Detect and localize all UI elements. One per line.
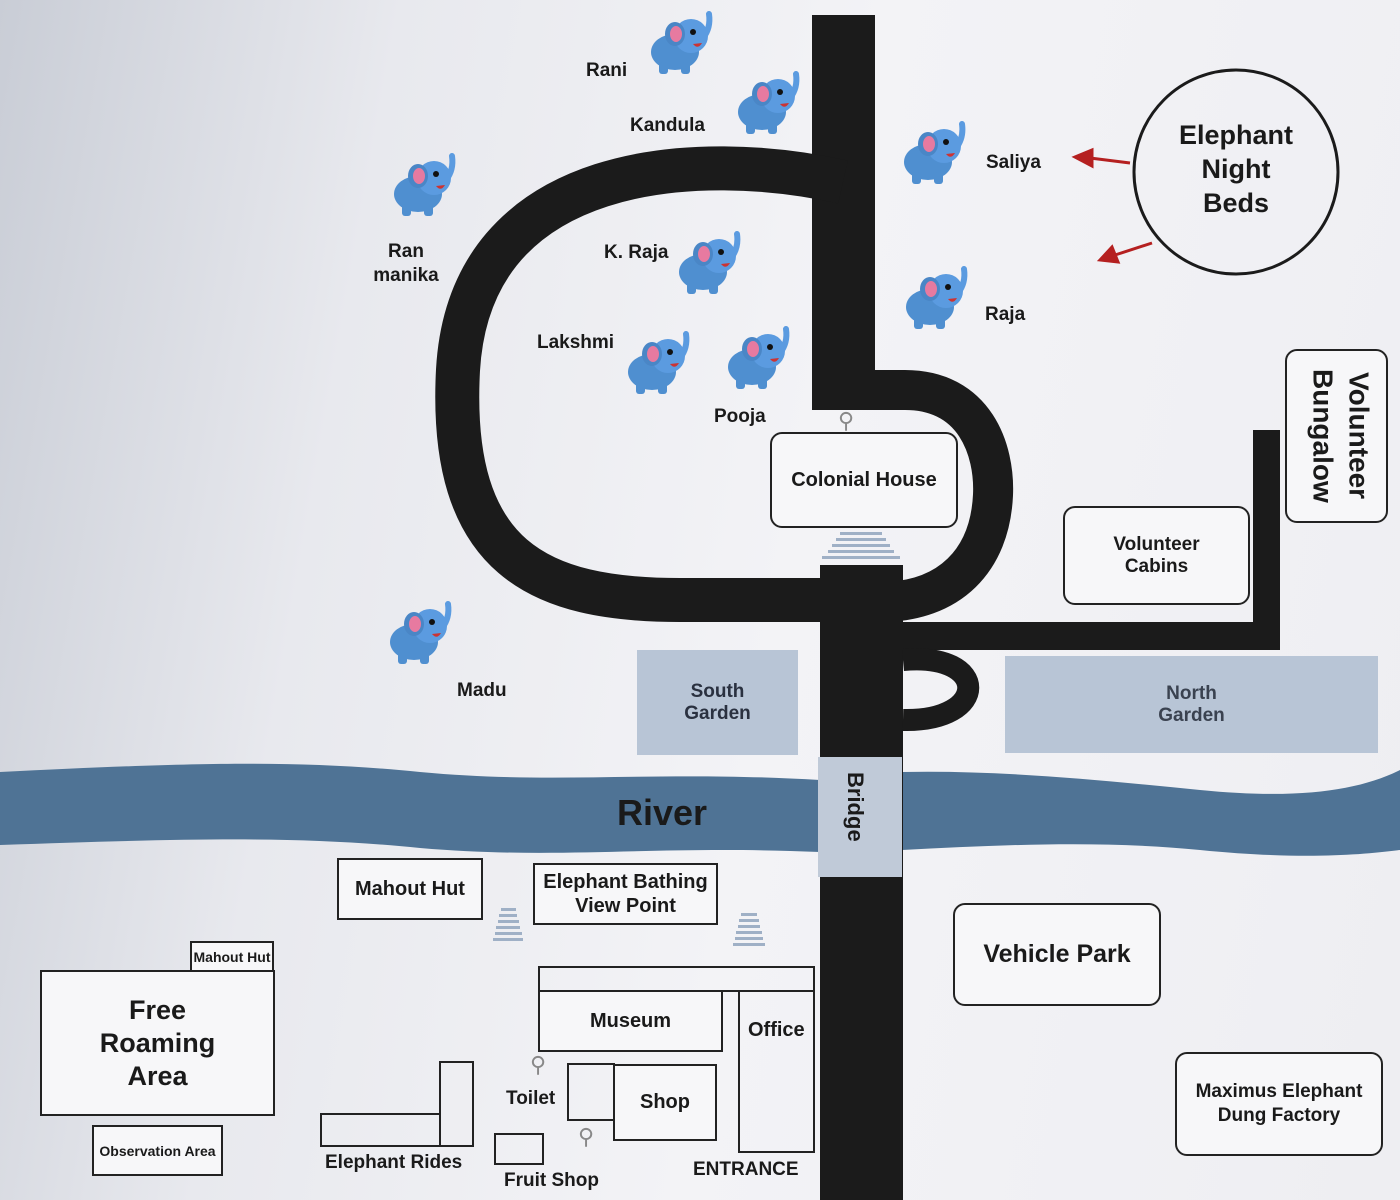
museum-annex: [538, 966, 815, 992]
vehicle-park[interactable]: Vehicle Park: [953, 903, 1161, 1006]
shop[interactable]: Shop: [613, 1064, 717, 1141]
elephant-name-label: Madu: [457, 680, 507, 701]
elephant-icon: [679, 234, 737, 294]
volunteer-bungalow-label: Volunteer Bungalow: [1307, 369, 1375, 503]
tap-icon: ⚲: [578, 1124, 595, 1149]
river-label: River: [617, 792, 708, 833]
south-garden[interactable]: South Garden: [637, 650, 798, 755]
dung-factory[interactable]: Maximus Elephant Dung Factory: [1175, 1052, 1383, 1156]
elephant-name-label: Pooja: [714, 406, 766, 427]
elephant-name-label: Raja: [985, 304, 1026, 325]
bridge-label: Bridge: [843, 772, 868, 842]
north-garden[interactable]: North Garden: [1005, 656, 1378, 753]
bridge: [818, 757, 902, 877]
toilet-building: [567, 1063, 615, 1121]
elephant-icon: [904, 124, 962, 184]
tap-icon: ⚲: [530, 1052, 547, 1077]
night-beds-label: Elephant Night Beds: [1178, 120, 1293, 218]
mahout-hut-small[interactable]: Mahout Hut: [190, 941, 274, 973]
entrance-label[interactable]: ENTRANCE: [693, 1159, 799, 1180]
free-roaming-area[interactable]: Free Roaming Area: [40, 970, 275, 1116]
elephant-icon: [738, 74, 796, 134]
elephant-rides-label[interactable]: Elephant Rides: [325, 1152, 463, 1173]
roads: [435, 15, 1280, 1200]
elephant-name-label: K. Raja: [604, 242, 669, 263]
fruit-shop-label[interactable]: Fruit Shop: [504, 1170, 599, 1191]
fruit-shop-building: [494, 1133, 544, 1165]
elephant-icon: [390, 604, 448, 664]
bathing-view-point[interactable]: Elephant Bathing View Point: [533, 863, 718, 925]
elephant-name-label: Saliya: [986, 152, 1041, 173]
colonial-house[interactable]: Colonial House: [770, 432, 958, 528]
elephant-name-label: Kandula: [630, 115, 705, 136]
rides-track: [320, 1113, 441, 1147]
elephant-name-label: Lakshmi: [537, 332, 615, 353]
elephant-icon: [651, 14, 709, 74]
elephant-icon: [394, 156, 452, 216]
mahout-hut[interactable]: Mahout Hut: [337, 858, 483, 920]
night-beds-circle: [1132, 68, 1340, 276]
elephant-icon: [906, 269, 964, 329]
river: [0, 763, 820, 853]
office-label[interactable]: Office: [748, 1019, 805, 1041]
observation-area[interactable]: Observation Area: [92, 1125, 223, 1176]
stairs-icon: [733, 913, 765, 949]
museum[interactable]: Museum: [538, 990, 723, 1052]
stairs-icon: [493, 908, 523, 944]
elephant-icon: [628, 334, 686, 394]
stairs-icon: [822, 532, 900, 562]
elephant-name-label: Ran manika: [373, 241, 439, 286]
tap-icon: ⚲: [838, 408, 855, 433]
volunteer-cabins[interactable]: Volunteer Cabins: [1063, 506, 1250, 605]
rides-shelter: [439, 1061, 474, 1147]
arrow-icon: [1071, 147, 1153, 264]
toilet-label[interactable]: Toilet: [506, 1088, 556, 1109]
office-building: [738, 990, 815, 1153]
elephant-name-label: Rani: [586, 60, 628, 81]
elephant-icon: [728, 329, 786, 389]
river-east: [902, 770, 1400, 856]
volunteer-bungalow[interactable]: Volunteer Bungalow: [1285, 349, 1388, 523]
